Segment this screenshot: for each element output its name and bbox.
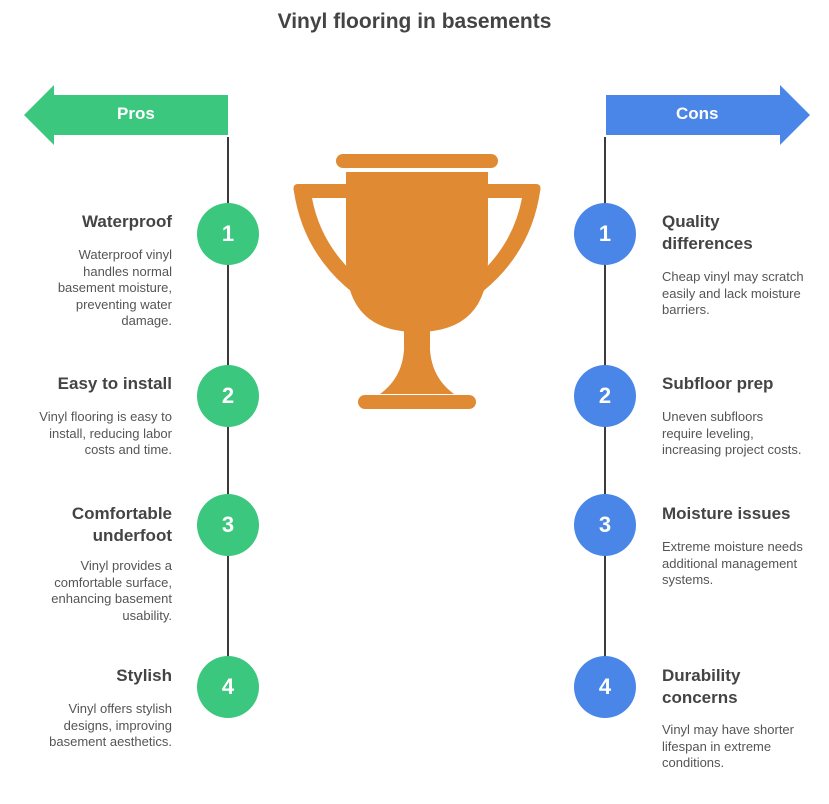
cons-label: Cons xyxy=(676,104,719,123)
cons-title-2: Subfloor prep xyxy=(662,374,774,393)
pros-number-4: 4 xyxy=(197,656,259,718)
cons-title-1: Quality differences xyxy=(662,212,753,253)
pros-desc-3: Vinyl provides a comfortable surface, en… xyxy=(51,558,172,623)
pros-desc-2: Vinyl flooring is easy to install, reduc… xyxy=(39,409,172,457)
pros-desc-4: Vinyl offers stylish designs, improving … xyxy=(49,701,172,749)
cons-desc-1: Cheap vinyl may scratch easily and lack … xyxy=(662,269,804,317)
cons-title-4: Durability concerns xyxy=(662,666,741,707)
cons-desc-3: Extreme moisture needs additional manage… xyxy=(662,539,803,587)
pros-title-4: Stylish xyxy=(116,666,172,685)
pros-title-1: Waterproof xyxy=(81,212,172,231)
trophy-icon xyxy=(293,154,541,409)
cons-desc-2: Uneven subfloors require leveling, incre… xyxy=(662,409,802,457)
pros-label: Pros xyxy=(117,104,155,123)
cons-number-3: 3 xyxy=(574,494,636,556)
page-title: Vinyl flooring in basements xyxy=(277,10,552,33)
pros-title-3: Comfortable underfoot xyxy=(71,504,172,545)
cons-desc-4: Vinyl may have shorter lifespan in extre… xyxy=(662,722,794,770)
cons-number-1: 1 xyxy=(574,203,636,265)
cons-title-3: Moisture issues xyxy=(662,504,791,523)
cons-number-4: 4 xyxy=(574,656,636,718)
cons-banner xyxy=(606,85,810,145)
pros-number-3: 3 xyxy=(197,494,259,556)
pros-desc-1: Waterproof vinyl handles normal basement… xyxy=(57,247,172,328)
pros-number-2: 2 xyxy=(197,365,259,427)
pros-number-1: 1 xyxy=(197,203,259,265)
pros-banner xyxy=(24,85,228,145)
pros-title-2: Easy to install xyxy=(57,374,172,393)
cons-number-2: 2 xyxy=(574,365,636,427)
